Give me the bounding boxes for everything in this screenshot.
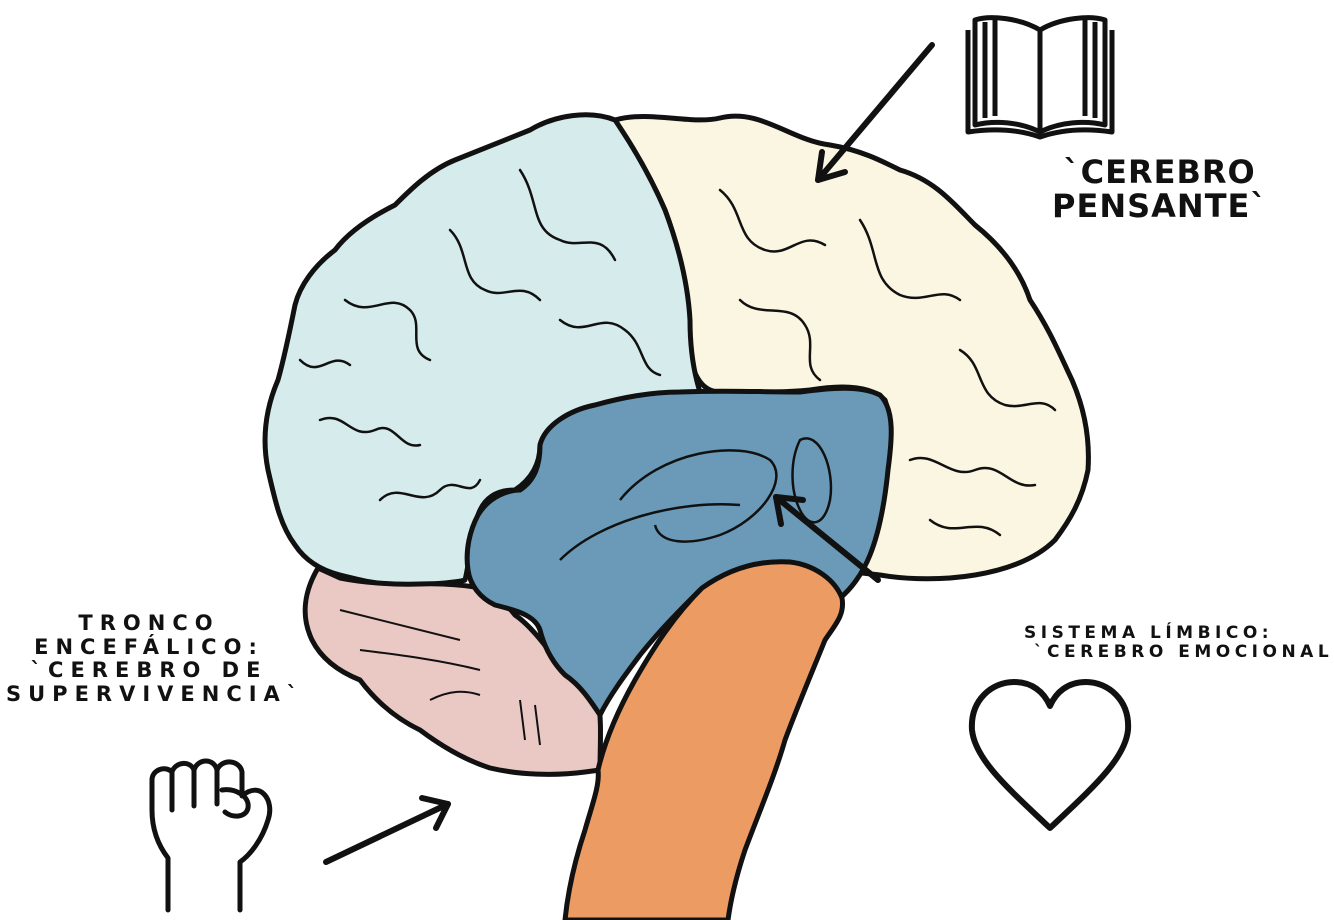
limbic-system-label: SISTEMA LÍMBICO: `CEREBRO EMOCIONAL` <box>1024 624 1334 661</box>
heart-outline-icon <box>972 682 1128 828</box>
thinking-brain-label-line2: PENSANTE` <box>1052 190 1267 224</box>
brain-stem-label-line1: TRONCO <box>6 612 292 636</box>
raised-fist-icon <box>152 761 270 910</box>
brain-stem-label-line2: ENCEFÁLICO: <box>6 636 292 660</box>
open-book-icon <box>968 18 1112 137</box>
brain-stem-label: TRONCO ENCEFÁLICO: `CEREBRO DE SUPERVIVE… <box>6 612 292 706</box>
arrow-to-brain-stem <box>326 804 448 862</box>
limbic-system-label-line1: SISTEMA LÍMBICO: <box>1024 624 1334 643</box>
thinking-brain-label: `CEREBRO PENSANTE` <box>1052 156 1267 223</box>
brain-stem-label-line3: `CEREBRO DE <box>6 659 292 683</box>
brain-stem-label-line4: SUPERVIVENCIA` <box>6 683 292 707</box>
thinking-brain-label-line1: `CEREBRO <box>1052 156 1267 190</box>
limbic-system-label-line2: `CEREBRO EMOCIONAL` <box>1024 643 1334 662</box>
